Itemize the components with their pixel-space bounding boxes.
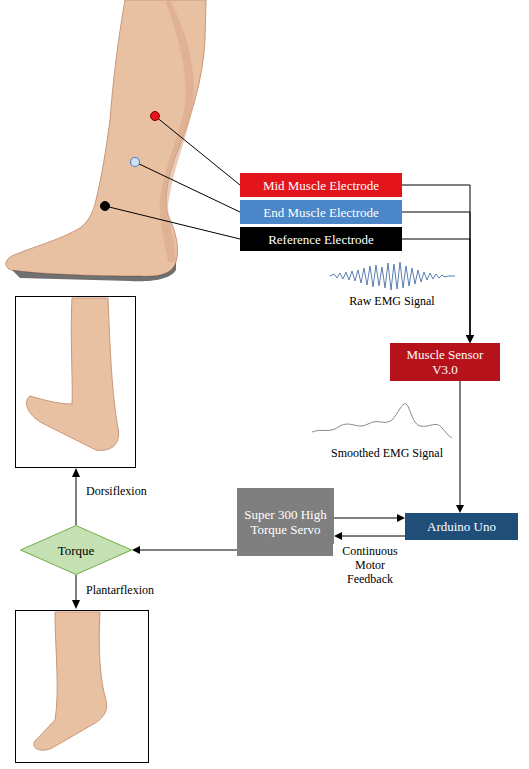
arrowhead [72,600,80,609]
node-label: Mid Muscle Electrode [263,178,379,193]
node-text-group: Mid Muscle Electrode [263,178,379,193]
connector [334,514,405,522]
node-text-group: Super 300 High Torque Servo [241,507,330,537]
electrode-box: Mid Muscle Electrode [240,173,402,197]
arrowhead [72,468,80,477]
motion-label: Plantarflexion [86,583,196,597]
connector-line [402,185,470,336]
node-text-group: Arduino Uno [427,519,496,534]
node-text-group: Torque [58,543,95,558]
signal-label: Raw EMG Signal [322,294,462,308]
servo-box: Super 300 High Torque Servo [237,488,334,556]
arrowhead [466,335,474,343]
connector [402,185,474,343]
sensor-box: Muscle Sensor V3.0 [390,343,500,381]
connector [402,239,474,343]
arrowhead [466,335,474,343]
arrowhead [132,546,140,554]
electrode-dot [101,202,110,211]
connector [402,212,474,343]
smoothed-emg-wave [312,404,452,438]
connector [456,381,464,513]
connector-line [334,518,398,519]
node-label: Torque [58,543,95,558]
node-label: End Muscle Electrode [263,205,379,220]
node-label: Super 300 High Torque Servo [241,507,330,537]
arrowhead [456,505,464,513]
connector-line [402,239,470,336]
node-label: Arduino Uno [427,519,496,534]
node-text-group: End Muscle Electrode [263,205,379,220]
leg-shading [160,0,194,262]
node-label: Reference Electrode [268,232,374,247]
foot-picture [26,298,118,450]
connector-line [402,212,470,336]
foot-picture [34,612,107,750]
connector-line [139,550,237,551]
picture-frame [16,297,136,468]
controller-box: Arduino Uno [405,513,518,540]
motion-label: Dorsiflexion [86,484,196,498]
leader-line [105,206,240,239]
leader-line [135,162,240,212]
leg-picture [6,0,206,276]
arrowhead [397,514,405,522]
leader-line [155,116,240,185]
connector [132,546,237,554]
electrode-dot [151,112,160,121]
connector-line [341,536,405,537]
electrode-box: Reference Electrode [240,227,402,251]
electrode-dot [131,158,140,167]
output-arrow [76,476,77,525]
picture-frame [16,611,149,763]
decision-diamond: Torque [20,525,132,575]
arrowhead [334,532,342,540]
node-text-group: Reference Electrode [268,232,374,247]
node-text-group: Muscle Sensor V3.0 [394,347,496,377]
foot-sole [12,262,176,281]
signal-label: Smoothed EMG Signal [312,446,462,460]
electrode-box: End Muscle Electrode [240,200,402,224]
node-label: Muscle Sensor V3.0 [394,347,496,377]
edge-label: Continuous Motor Feedback [333,544,407,586]
connector [334,532,405,540]
diamond-shape [21,526,132,575]
connector-line [460,381,461,506]
arrowhead [466,335,474,343]
raw-emg-wave [330,262,455,290]
output-arrow [76,575,77,601]
